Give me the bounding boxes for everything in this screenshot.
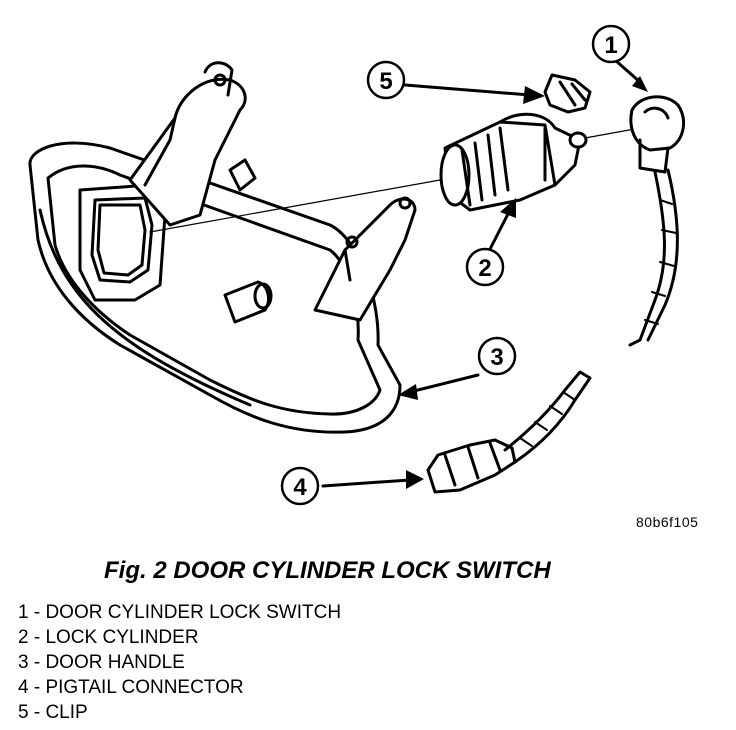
callout-2-number: 2 (478, 255, 491, 282)
lock-cylinder-drawing (439, 112, 588, 212)
pigtail-connector-drawing (426, 370, 592, 494)
clip-drawing (543, 73, 592, 114)
parts-legend: 1 - DOOR CYLINDER LOCK SWITCH 2 - LOCK C… (18, 600, 341, 725)
arrow-heads (398, 76, 648, 489)
figure-caption: Fig. 2 DOOR CYLINDER LOCK SWITCH (104, 557, 551, 584)
callout-3: 3 (477, 336, 517, 376)
legend-item: 4 - PIGTAIL CONNECTOR (18, 677, 244, 698)
legend-item: 5 - CLIP (18, 702, 88, 723)
legend-item: 1 - DOOR CYLINDER LOCK SWITCH (18, 602, 342, 623)
lock-switch-drawing (628, 95, 686, 347)
callout-5-number: 5 (379, 68, 392, 95)
figure-code: 80b6f105 (636, 514, 699, 530)
callout-4: 4 (280, 466, 320, 506)
exploded-parts-diagram: 1 5 2 3 4 (28, 24, 686, 506)
callout-1-number: 1 (604, 32, 617, 59)
callout-1: 1 (591, 24, 631, 64)
legend-item: 3 - DOOR HANDLE (18, 652, 185, 673)
callout-5: 5 (366, 60, 406, 100)
legend-item: 2 - LOCK CYLINDER (18, 627, 199, 648)
callout-arrows (321, 58, 642, 488)
callout-3-number: 3 (490, 344, 503, 371)
callout-4-number: 4 (293, 474, 307, 501)
door-handle-drawing (28, 61, 417, 434)
callout-2: 2 (465, 247, 505, 287)
